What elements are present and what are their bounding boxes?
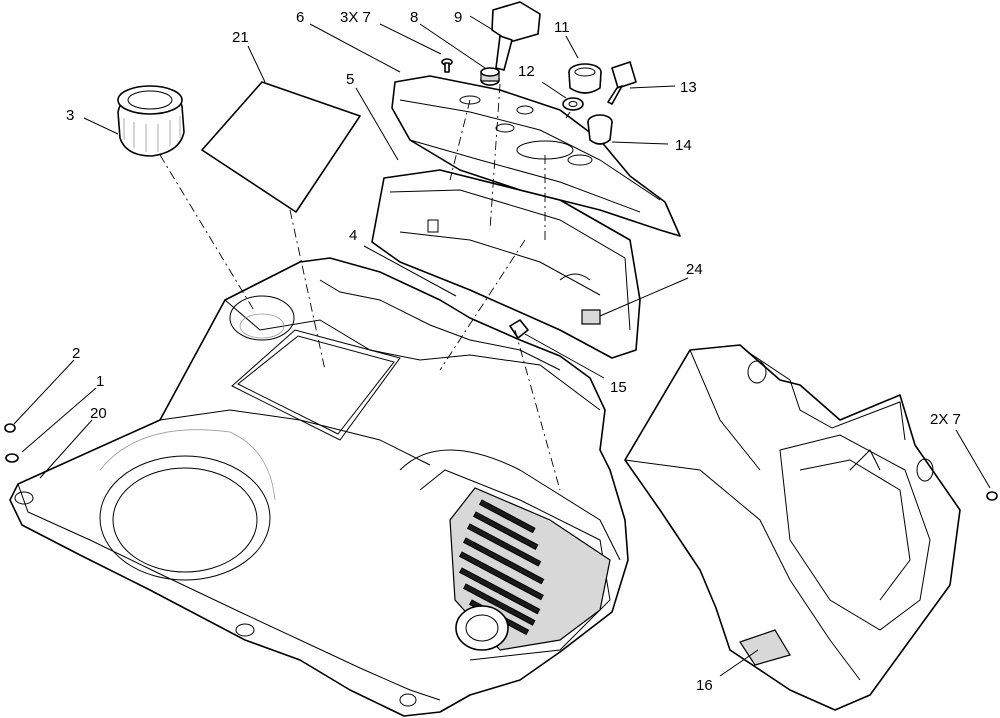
callout-21: 21 bbox=[232, 29, 249, 46]
control-panel bbox=[371, 169, 641, 359]
assembly-lines bbox=[159, 83, 561, 491]
washer-12 bbox=[562, 97, 584, 119]
screw-2 bbox=[4, 423, 16, 433]
lower-housing bbox=[9, 257, 629, 717]
callout-3: 3 bbox=[66, 107, 74, 124]
callout-labels: 21 6 3X 7 8 9 11 12 13 14 5 3 4 24 15 2 … bbox=[66, 9, 961, 694]
callout-12: 12 bbox=[518, 63, 535, 80]
primer-knob-9 bbox=[491, 1, 541, 71]
screw-7 bbox=[441, 58, 453, 73]
callout-20: 20 bbox=[90, 405, 107, 422]
screw-7-right bbox=[986, 491, 998, 501]
callout-3x7: 3X 7 bbox=[340, 9, 371, 26]
console-cover bbox=[391, 75, 681, 237]
clip-15 bbox=[509, 319, 529, 339]
cap-11 bbox=[568, 63, 602, 94]
callout-5: 5 bbox=[346, 71, 354, 88]
side-shroud bbox=[624, 344, 961, 711]
callout-13: 13 bbox=[680, 79, 697, 96]
callout-14: 14 bbox=[675, 137, 692, 154]
callout-6: 6 bbox=[296, 9, 304, 26]
callout-9: 9 bbox=[454, 9, 462, 26]
callout-15: 15 bbox=[610, 379, 627, 396]
label-decal bbox=[201, 81, 361, 213]
key-13 bbox=[607, 61, 637, 105]
callout-16: 16 bbox=[696, 677, 713, 694]
washer-1 bbox=[5, 453, 19, 463]
leader-lines bbox=[13, 15, 991, 677]
callout-24: 24 bbox=[686, 261, 703, 278]
callout-8: 8 bbox=[410, 9, 418, 26]
switch-14 bbox=[587, 114, 613, 145]
callout-11: 11 bbox=[554, 19, 570, 36]
callout-2x7: 2X 7 bbox=[930, 411, 961, 428]
fuel-cap bbox=[117, 85, 185, 157]
grommet-8 bbox=[480, 67, 500, 86]
callout-2: 2 bbox=[72, 345, 80, 362]
callout-4: 4 bbox=[349, 227, 357, 244]
callout-1: 1 bbox=[96, 373, 104, 390]
engine-grille bbox=[449, 487, 611, 651]
